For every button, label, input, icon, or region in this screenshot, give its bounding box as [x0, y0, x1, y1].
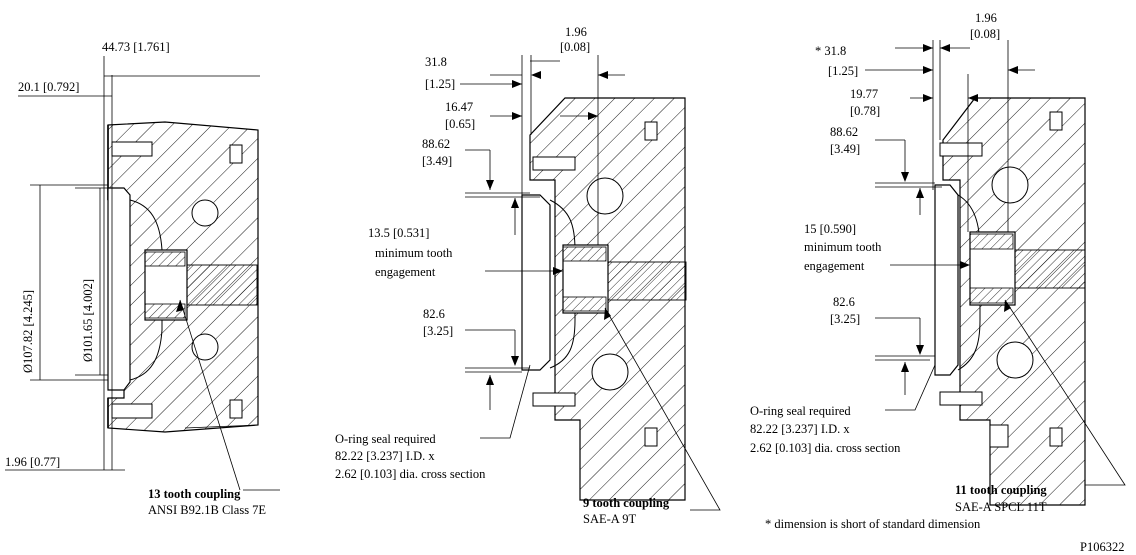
right-oring-a: O-ring seal required [750, 404, 851, 418]
middle-oring-c: 2.62 [0.103] dia. cross section [335, 467, 486, 481]
drawing-number: P106322 [1080, 540, 1124, 554]
left-dim-top: 44.73 [1.761] [102, 40, 170, 54]
right-dim-826-a: 82.6 [833, 295, 855, 309]
middle-dim-1647-b: [0.65] [445, 117, 475, 131]
right-dim-826-b: [3.25] [830, 312, 860, 326]
middle-engage-b: minimum tooth [375, 246, 453, 260]
middle-dim-8862-a: 88.62 [422, 137, 450, 151]
right-pilot [934, 184, 959, 376]
middle-dim-1647-a: 16.47 [445, 100, 473, 114]
right-coupling-sub: SAE-A SPCL 11T [955, 500, 1047, 514]
right-dim-8862-b: [3.49] [830, 142, 860, 156]
right-dim-318-b: [1.25] [828, 64, 858, 78]
middle-dim-318-b: [1.25] [425, 77, 455, 91]
right-oring-b: 82.22 [3.237] I.D. x [750, 422, 850, 436]
left-dim-bottom: 1.96 [0.77] [5, 455, 60, 469]
middle-dim-826-b: [3.25] [423, 324, 453, 338]
left-coupling-title: 13 tooth coupling [148, 487, 241, 501]
middle-dim-8862-b: [3.49] [422, 154, 452, 168]
right-dim-1977-a: 19.77 [850, 87, 878, 101]
left-coupling-sub: ANSI B92.1B Class 7E [148, 503, 266, 517]
right-dim-318-a: * 31.8 [815, 44, 846, 58]
middle-pilot [521, 194, 551, 371]
right-coupling-title: 11 tooth coupling [955, 483, 1047, 497]
left-dim-second: 20.1 [0.792] [18, 80, 79, 94]
right-dim-8862-a: 88.62 [830, 125, 858, 139]
right-engage-b: minimum tooth [804, 240, 882, 254]
left-dim-dia-outer: Ø107.82 [4.245] [21, 290, 35, 373]
middle-oring-a: O-ring seal required [335, 432, 436, 446]
right-dim-1977-b: [0.78] [850, 104, 880, 118]
middle-engage-c: engagement [375, 265, 436, 279]
middle-coupling-sub: SAE-A 9T [583, 512, 636, 526]
middle-dim-top-b: [0.08] [560, 40, 590, 54]
right-dim-top-a: 1.96 [975, 11, 997, 25]
left-view [5, 56, 280, 491]
left-dim-dia-inner: Ø101.65 [4.002] [81, 279, 95, 362]
middle-engage-a: 13.5 [0.531] [368, 226, 429, 240]
left-pilot [107, 187, 131, 391]
middle-dim-826-a: 82.6 [423, 307, 445, 321]
right-view [865, 40, 1126, 506]
right-oring-c: 2.62 [0.103] dia. cross section [750, 441, 901, 455]
middle-dim-318-a: 31.8 [425, 55, 447, 69]
right-footnote: * dimension is short of standard dimensi… [765, 517, 981, 531]
middle-dim-top-a: 1.96 [565, 25, 587, 39]
right-engage-a: 15 [0.590] [804, 222, 856, 236]
right-engage-c: engagement [804, 259, 865, 273]
middle-oring-b: 82.22 [3.237] I.D. x [335, 449, 435, 463]
middle-view [460, 55, 721, 511]
middle-coupling-title: 9 tooth coupling [583, 496, 670, 510]
right-dim-top-b: [0.08] [970, 27, 1000, 41]
